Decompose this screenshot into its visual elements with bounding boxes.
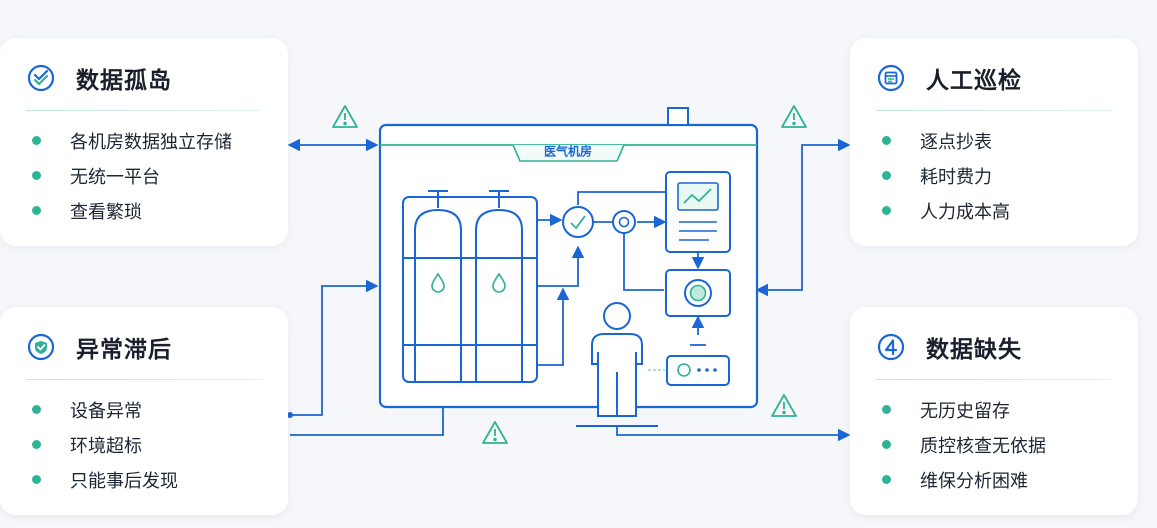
card-list: 逐点抄表 耗时费力 人力成本高 <box>876 123 1112 228</box>
pressure-gauge <box>562 206 594 238</box>
bullet-dot <box>32 136 41 145</box>
gas-cylinder <box>475 190 523 383</box>
card-header: 数据孤岛 <box>26 60 262 96</box>
gas-cylinders <box>402 190 538 383</box>
card-header: 数据缺失 <box>876 329 1112 365</box>
bullet-dot <box>32 405 41 414</box>
monitor-screen <box>665 171 731 253</box>
card-delayed-alarm: 异常滞后 设备异常 环境超标 只能事后发现 <box>0 307 288 515</box>
connector-delayed-alarm <box>290 279 379 416</box>
connector-data-missing <box>616 426 851 442</box>
bullet-dot <box>32 206 41 215</box>
bullet-dot <box>882 206 891 215</box>
droplet-icon <box>492 272 506 293</box>
card-data-silo: 数据孤岛 各机房数据独立存储 无统一平台 查看繁琐 <box>0 38 288 246</box>
card-divider <box>876 379 1112 380</box>
card-divider <box>876 110 1112 111</box>
warning-icon <box>332 105 358 128</box>
card-divider <box>26 110 262 111</box>
card-data-missing: 数据缺失 无历史留存 质控核查无依据 维保分析困难 <box>850 307 1138 515</box>
control-device <box>648 344 730 386</box>
list-item: 各机房数据独立存储 <box>26 123 262 158</box>
calendar-icon <box>876 63 906 93</box>
list-item: 设备异常 <box>26 392 262 427</box>
bullet-dot <box>882 475 891 484</box>
piping <box>537 191 705 366</box>
card-list: 无历史留存 质控核查无依据 维保分析困难 <box>876 392 1112 497</box>
card-list: 各机房数据独立存储 无统一平台 查看繁琐 <box>26 123 262 228</box>
bullet-dot <box>882 171 891 180</box>
gas-room-frame: 医气机房 <box>378 107 759 409</box>
card-title: 数据孤岛 <box>76 68 172 94</box>
gas-cylinder <box>414 190 462 383</box>
sensor-box <box>665 269 731 317</box>
person-icon <box>576 302 658 427</box>
card-header: 异常滞后 <box>26 329 262 365</box>
warning-icon <box>482 421 508 444</box>
flow-valve <box>612 210 636 234</box>
list-item: 环境超标 <box>26 427 262 462</box>
list-item: 无历史留存 <box>876 392 1112 427</box>
list-item: 查看繁琐 <box>26 193 262 228</box>
bullet-dot <box>32 171 41 180</box>
card-manual-inspection: 人工巡检 逐点抄表 耗时费力 人力成本高 <box>850 38 1138 246</box>
list-item: 人力成本高 <box>876 193 1112 228</box>
card-header: 人工巡检 <box>876 60 1112 96</box>
number-four-icon <box>876 332 906 362</box>
list-item: 逐点抄表 <box>876 123 1112 158</box>
card-title: 异常滞后 <box>76 337 172 363</box>
bullet-dot <box>882 136 891 145</box>
bullet-dot <box>882 405 891 414</box>
warning-icon <box>771 394 797 417</box>
card-title: 数据缺失 <box>926 337 1022 363</box>
list-item: 只能事后发现 <box>26 462 262 497</box>
bullet-dot <box>32 475 41 484</box>
bullet-dot <box>882 440 891 449</box>
list-item: 无统一平台 <box>26 158 262 193</box>
card-list: 设备异常 环境超标 只能事后发现 <box>26 392 262 497</box>
connector-manual-inspection <box>755 138 851 297</box>
droplet-icon <box>431 272 445 293</box>
card-title: 人工巡检 <box>926 68 1022 94</box>
warning-icon <box>781 105 807 128</box>
room-label: 医气机房 <box>544 144 592 159</box>
list-item: 耗时费力 <box>876 158 1112 193</box>
check-badge-icon <box>26 63 56 93</box>
warning-icons <box>332 105 807 444</box>
card-divider <box>26 379 262 380</box>
bullet-dot <box>32 440 41 449</box>
list-item: 维保分析困难 <box>876 462 1112 497</box>
list-item: 质控核查无依据 <box>876 427 1112 462</box>
shield-check-icon <box>26 332 56 362</box>
